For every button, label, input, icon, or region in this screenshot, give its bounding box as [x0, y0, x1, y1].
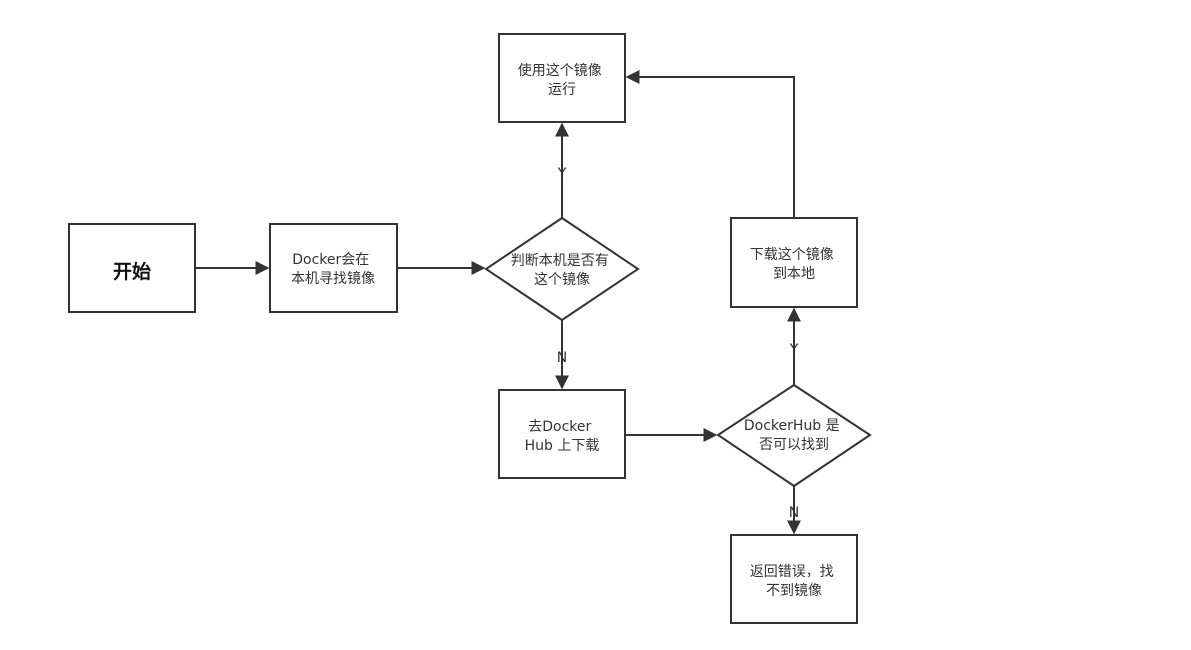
- node-local-search-label: Docker会在 本机寻找镜像: [291, 252, 375, 287]
- node-error-line-1: 返回错误，找: [750, 564, 834, 580]
- node-check-hub: DockerHub 是 否可以找到: [716, 383, 872, 488]
- node-check-local-line-1: 判断本机是否有: [511, 253, 609, 269]
- edge-label-local-no: N: [557, 350, 567, 366]
- node-start-label: 开始: [113, 260, 151, 283]
- edge-label-hub-no: N: [789, 505, 799, 521]
- node-check-hub-line-2: 否可以找到: [759, 437, 829, 453]
- node-check-local-diamond: [484, 216, 640, 322]
- node-start-line-1: 开始: [113, 260, 151, 283]
- node-use-image-line-1: 使用这个镜像: [518, 62, 602, 79]
- node-go-hub: 去Docker Hub 上下载: [498, 389, 626, 479]
- node-error-label: 返回错误，找 不到镜像: [750, 564, 838, 599]
- node-check-local-line-2: 这个镜像: [534, 271, 590, 288]
- node-download-box: [730, 217, 858, 308]
- node-go-hub-line-2: Hub 上下载: [525, 438, 600, 454]
- node-download-line-1: 下载这个镜像: [750, 246, 834, 263]
- edge-label-hub-yes: Y: [789, 342, 799, 358]
- node-start: 开始: [68, 223, 196, 313]
- edge-label-local-yes: Y: [557, 166, 567, 182]
- node-download: 下载这个镜像 到本地: [730, 217, 858, 308]
- node-use-image: 使用这个镜像 运行: [498, 33, 626, 123]
- node-local-search-line-2: 本机寻找镜像: [291, 271, 375, 287]
- node-use-image-label: 使用这个镜像 运行: [518, 62, 606, 98]
- node-check-hub-label: DockerHub 是 否可以找到: [744, 418, 844, 453]
- node-check-hub-line-1: DockerHub 是: [744, 418, 840, 434]
- node-local-search: Docker会在 本机寻找镜像: [269, 223, 398, 313]
- node-download-line-2: 到本地: [773, 266, 815, 282]
- node-local-search-box: [269, 223, 398, 313]
- node-error-line-2: 不到镜像: [766, 583, 822, 599]
- node-use-image-line-2: 运行: [548, 82, 576, 98]
- node-go-hub-label: 去Docker Hub 上下载: [525, 419, 600, 454]
- edge-download-to-use-image: [625, 70, 795, 218]
- node-start-box: [68, 223, 196, 313]
- node-check-local: 判断本机是否有 这个镜像: [484, 216, 640, 322]
- node-use-image-box: [498, 33, 626, 123]
- node-error: 返回错误，找 不到镜像: [730, 534, 858, 624]
- node-error-box: [730, 534, 858, 624]
- node-download-label: 下载这个镜像 到本地: [750, 246, 838, 282]
- node-go-hub-box: [498, 389, 626, 479]
- node-local-search-line-1: Docker会在: [292, 252, 369, 268]
- node-check-local-label: 判断本机是否有 这个镜像: [511, 253, 613, 288]
- node-go-hub-line-1: 去Docker: [528, 419, 591, 435]
- node-check-hub-diamond: [716, 383, 872, 488]
